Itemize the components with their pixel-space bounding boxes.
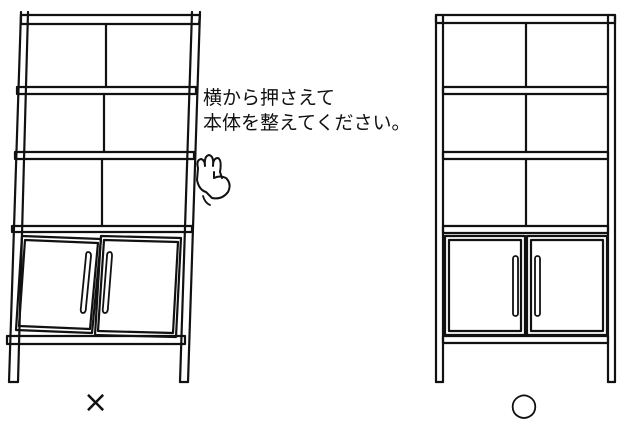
shelf-3 xyxy=(441,224,610,235)
instruction-text: 横から押さえて 本体を整えてください。 xyxy=(203,86,410,136)
shelf-1 xyxy=(15,85,198,96)
shelf-1 xyxy=(441,85,610,96)
incorrect-mark: × xyxy=(83,385,109,420)
right-door xyxy=(525,234,609,337)
left-rail-outer xyxy=(7,10,23,384)
door-handles xyxy=(512,255,541,317)
right-rail-inner xyxy=(178,10,194,384)
right-rail-outer xyxy=(186,10,202,384)
top-shelf xyxy=(434,13,617,25)
shelf-2 xyxy=(13,150,196,161)
left-door-skewed xyxy=(14,234,103,335)
instruction-line-2: 本体を整えてください。 xyxy=(203,112,411,134)
skewed-bookshelf xyxy=(5,10,202,384)
top-shelf xyxy=(19,13,202,26)
left-door xyxy=(443,234,527,337)
right-door-skewed xyxy=(93,234,183,339)
correct-mark: ○ xyxy=(510,385,538,423)
hand-icon xyxy=(196,154,231,206)
shelf-3 xyxy=(10,224,194,234)
instruction-line-1: 横から押さえて xyxy=(203,87,336,109)
correct-bookshelf xyxy=(434,13,617,384)
bottom-shelf xyxy=(441,334,610,345)
shelf-2 xyxy=(441,150,610,161)
door-handles-skewed xyxy=(79,251,113,314)
